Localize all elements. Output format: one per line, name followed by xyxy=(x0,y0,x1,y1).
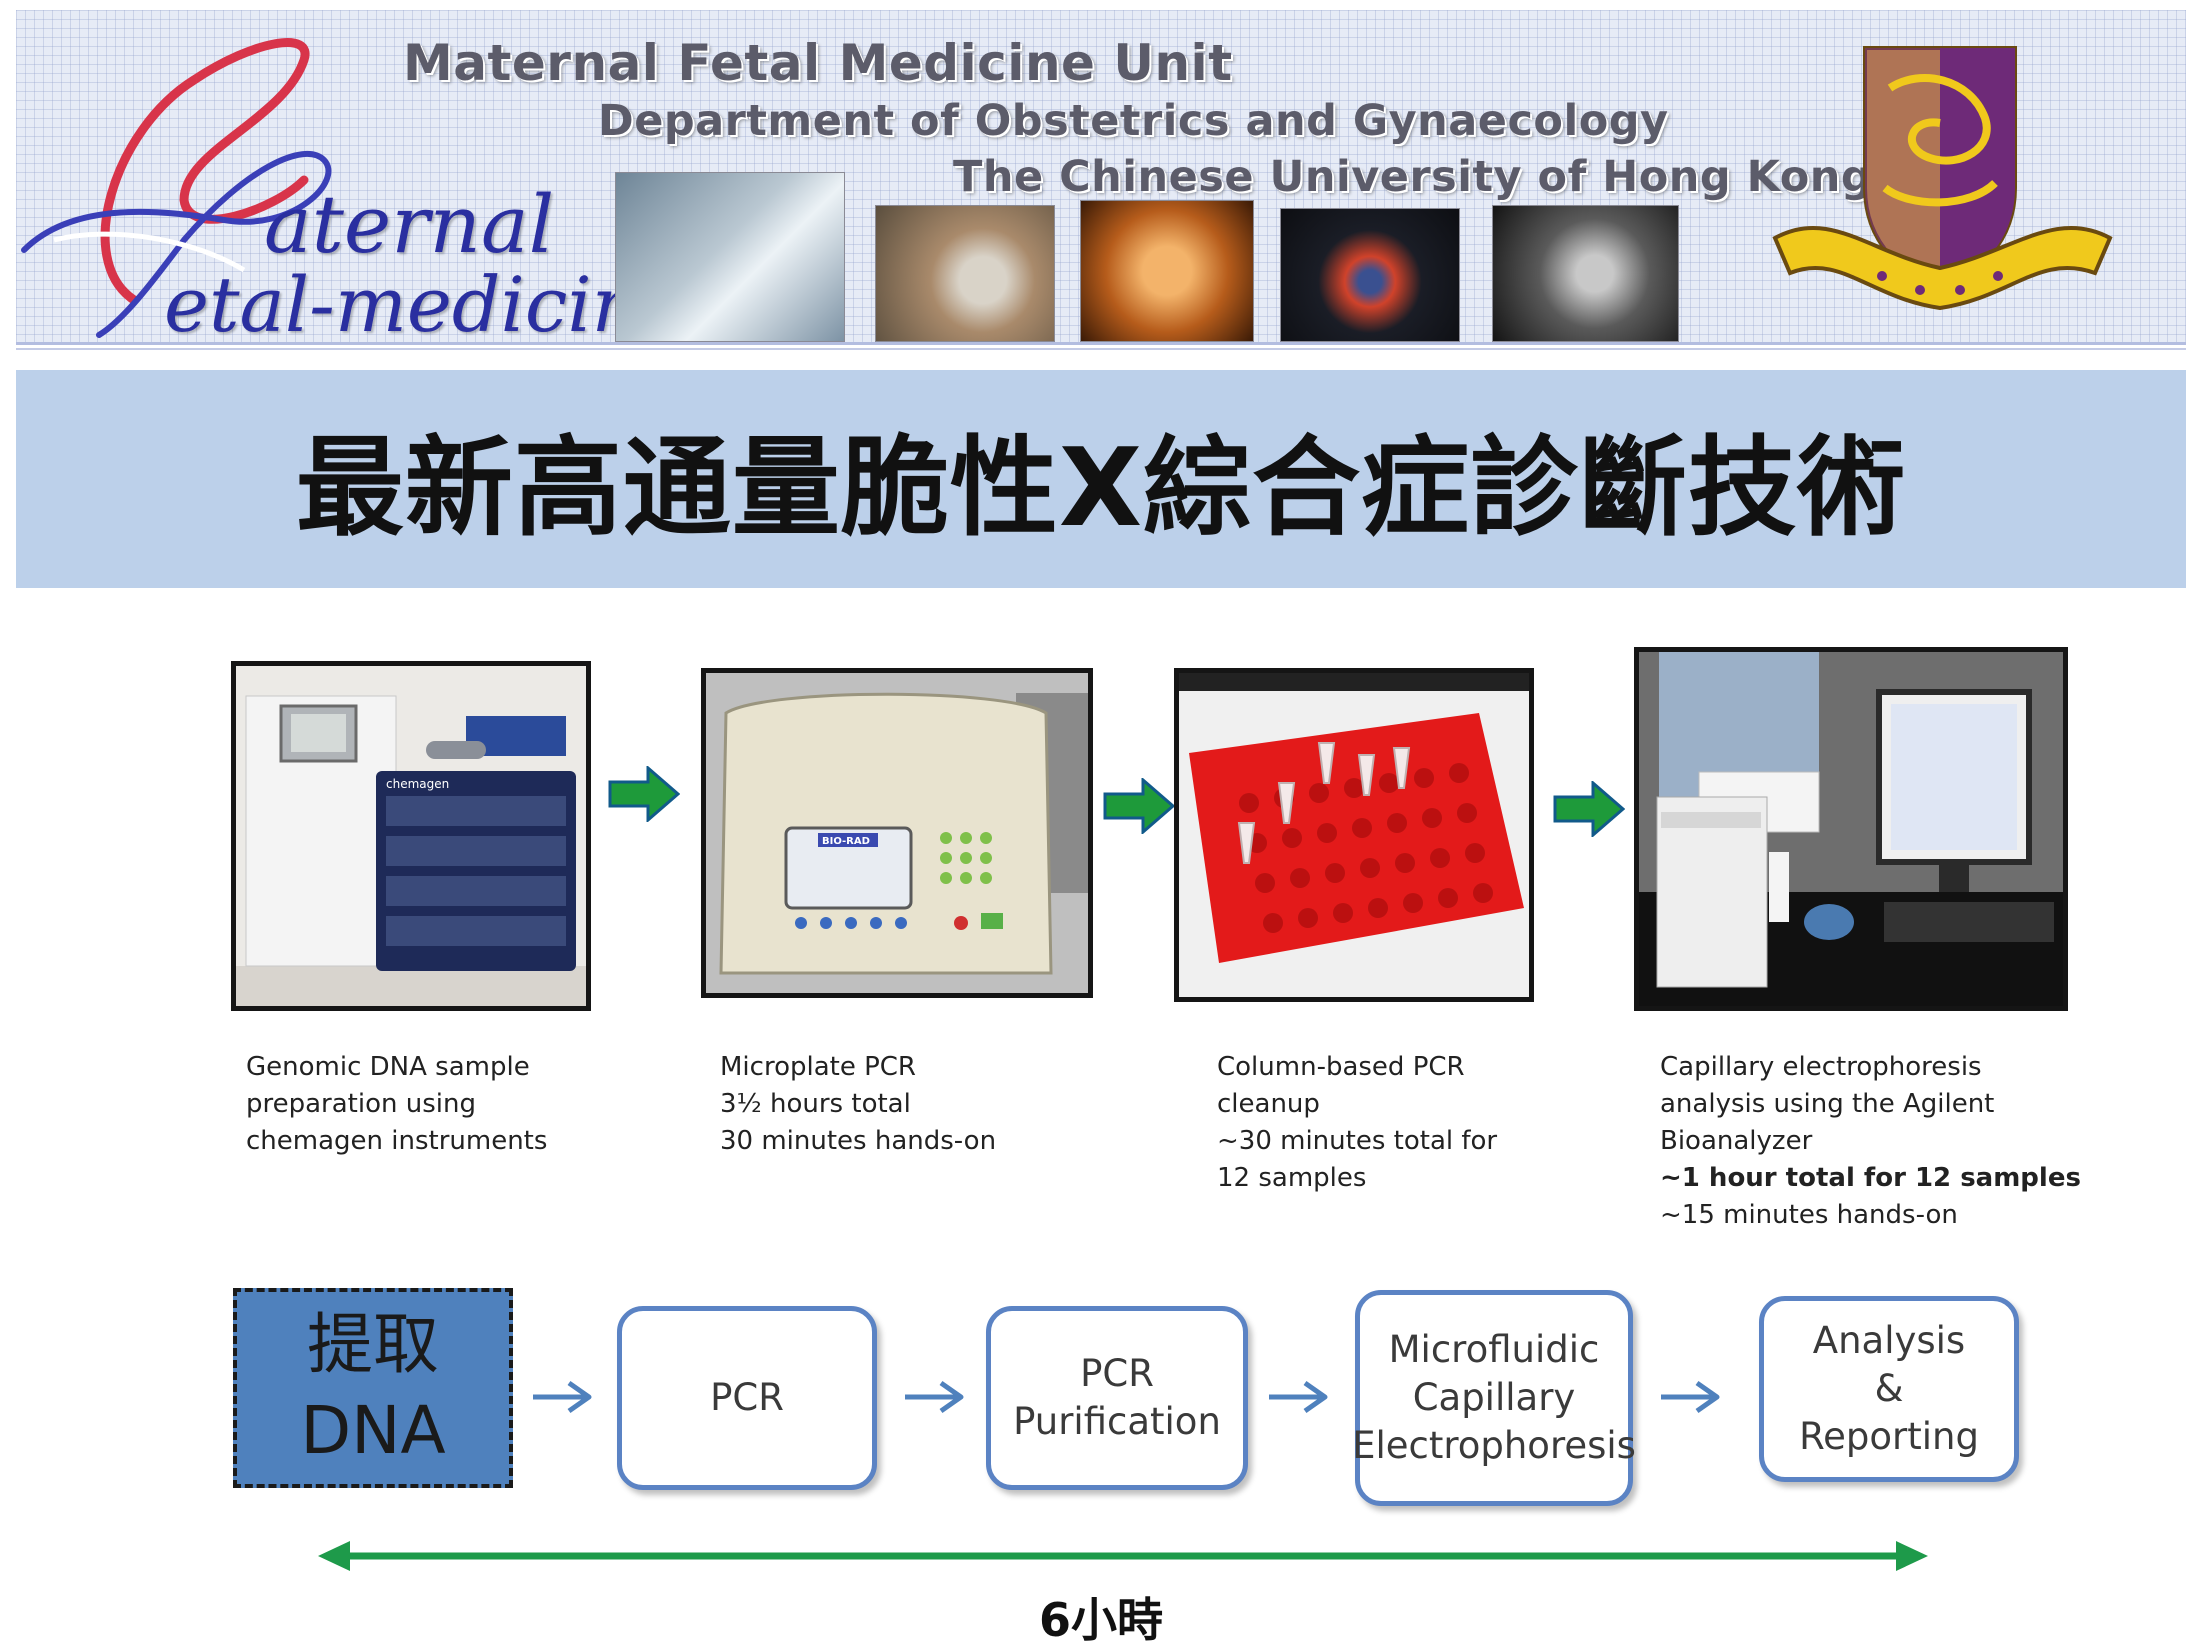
university-title: The Chinese University of Hong Kong xyxy=(953,152,1873,202)
chemagen-instrument-icon: chemagen xyxy=(236,666,586,1006)
header-banner: Maternal Fetal Medicine Unit Department … xyxy=(16,10,2186,345)
caption-pcr: Microplate PCR 3½ hours total 30 minutes… xyxy=(720,1049,996,1160)
chemagen-label: chemagen xyxy=(386,777,449,791)
caption-line: ~30 minutes total for xyxy=(1217,1126,1498,1156)
caption-dna-prep: Genomic DNA sample preparation using che… xyxy=(246,1049,547,1160)
biorad-label: BIO-RAD xyxy=(822,836,870,847)
header-photo-procedure xyxy=(615,172,845,342)
mfm-logo: aternal etal-medicine xyxy=(14,10,686,349)
bioanalyzer-station-icon xyxy=(1639,652,2063,1006)
step-label: Purification xyxy=(1013,1400,1221,1443)
flow-arrow-icon xyxy=(531,1380,593,1414)
caption-line: Column-based PCR xyxy=(1217,1052,1465,1082)
caption-line: Genomic DNA sample xyxy=(246,1052,530,1082)
step-label: Analysis xyxy=(1812,1319,1966,1362)
step-capillary-electrophoresis: Microfluidic Capillary Electrophoresis xyxy=(1352,1290,1636,1506)
logo-swoosh-icon xyxy=(21,38,332,338)
step-pcr-purification: PCR Purification xyxy=(986,1306,1248,1490)
photo-chemagen-instrument: chemagen xyxy=(231,661,591,1011)
caption-line: 3½ hours total xyxy=(720,1089,911,1119)
photo-microplate-pcr: BIO-RAD xyxy=(701,668,1093,998)
header-photo-sample xyxy=(875,205,1055,342)
page-title: 最新高通量脆性X綜合症診斷技術 xyxy=(295,426,1907,551)
header-divider xyxy=(16,348,2186,350)
caption-line: preparation using xyxy=(246,1089,476,1119)
step-label: Reporting xyxy=(1799,1415,1979,1458)
cuhk-crest xyxy=(1770,38,2115,330)
tube-rack-icon xyxy=(1179,673,1529,997)
caption-electrophoresis: Capillary electrophoresis analysis using… xyxy=(1660,1049,2081,1234)
photo-agilent-bioanalyzer xyxy=(1634,647,2068,1011)
caption-line: chemagen instruments xyxy=(246,1126,548,1156)
logo-text-maternal: aternal xyxy=(264,178,555,271)
step-pcr: PCR xyxy=(617,1306,877,1490)
photo-column-cleanup xyxy=(1174,668,1534,1002)
flow-arrow-icon xyxy=(1267,1380,1329,1414)
flow-arrow-icon xyxy=(903,1380,965,1414)
caption-line: ~15 minutes hands-on xyxy=(1660,1200,1958,1230)
caption-line: analysis using the Agilent xyxy=(1660,1089,1995,1119)
pcr-thermocycler-icon: BIO-RAD xyxy=(706,673,1088,993)
step-label: Electrophoresis xyxy=(1352,1424,1636,1467)
step-label: Capillary xyxy=(1412,1376,1576,1419)
department-title: Department of Obstetrics and Gynaecology xyxy=(598,96,1669,146)
caption-line: Bioanalyzer xyxy=(1660,1126,1813,1156)
logo-text-fetal: etal-medicine xyxy=(164,260,686,349)
caption-line: Capillary electrophoresis xyxy=(1660,1052,1982,1082)
title-bar: 最新高通量脆性X綜合症診斷技術 xyxy=(16,370,2186,588)
caption-cleanup: Column-based PCR cleanup ~30 minutes tot… xyxy=(1217,1049,1497,1197)
caption-line: 30 minutes hands-on xyxy=(720,1126,997,1156)
caption-line: 12 samples xyxy=(1217,1163,1367,1193)
total-duration: 6小時 xyxy=(1038,1593,1163,1647)
caption-line: cleanup xyxy=(1217,1089,1320,1119)
step-label: Microfluidic xyxy=(1388,1328,1600,1371)
university-crest-icon xyxy=(1772,46,2113,311)
green-arrow-icon xyxy=(1103,776,1176,836)
header-photo-3d-ultrasound xyxy=(1080,200,1254,342)
step-label: PCR xyxy=(1080,1352,1154,1395)
step-extract-dna: 提取 DNA xyxy=(233,1288,513,1488)
header-photo-doppler xyxy=(1280,208,1460,342)
green-arrow-icon xyxy=(608,764,681,824)
caption-line: ~1 hour total for 12 samples xyxy=(1660,1163,2081,1193)
step-label: 提取 xyxy=(307,1306,439,1383)
header-photo-ultrasound xyxy=(1492,205,1679,342)
flow-arrow-icon xyxy=(1659,1380,1721,1414)
green-arrow-icon xyxy=(1553,779,1626,839)
unit-title: Maternal Fetal Medicine Unit xyxy=(403,34,1233,92)
step-label: & xyxy=(1874,1367,1904,1410)
step-label: PCR xyxy=(710,1376,784,1419)
step-label: DNA xyxy=(300,1392,446,1469)
step-analysis-reporting: Analysis & Reporting xyxy=(1759,1296,2019,1482)
timeline-double-arrow-icon xyxy=(318,1538,1928,1574)
caption-line: Microplate PCR xyxy=(720,1052,916,1082)
